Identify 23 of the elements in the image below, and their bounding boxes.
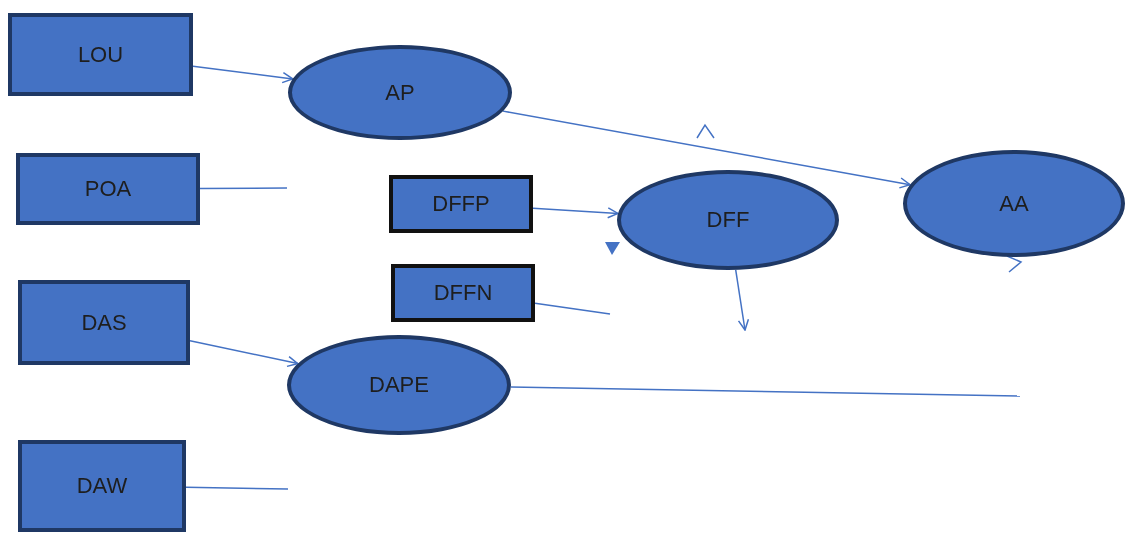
node-label: POA (84, 176, 132, 202)
connector-line (199, 187, 288, 190)
process-box (8, 13, 193, 96)
node-label: AP (385, 79, 415, 106)
node-label: LOU (77, 41, 124, 68)
process-box (16, 153, 200, 225)
process-box (391, 264, 535, 322)
arrow (734, 269, 750, 331)
connector-line (510, 386, 1021, 397)
process-box (18, 280, 190, 365)
node-label: DFF (706, 207, 750, 233)
node-label: DFFP (432, 191, 490, 217)
node-label: AA (999, 190, 1029, 217)
arrow (532, 207, 619, 219)
node-label: DAW (76, 473, 128, 499)
process-box (18, 440, 186, 532)
node-label: DAS (81, 309, 127, 336)
connector-line (534, 302, 611, 315)
connector-line (185, 486, 289, 490)
node-label: DFFN (433, 280, 493, 306)
node-label: DAPE (369, 372, 429, 398)
process-box (389, 175, 533, 233)
arrow (189, 339, 299, 368)
